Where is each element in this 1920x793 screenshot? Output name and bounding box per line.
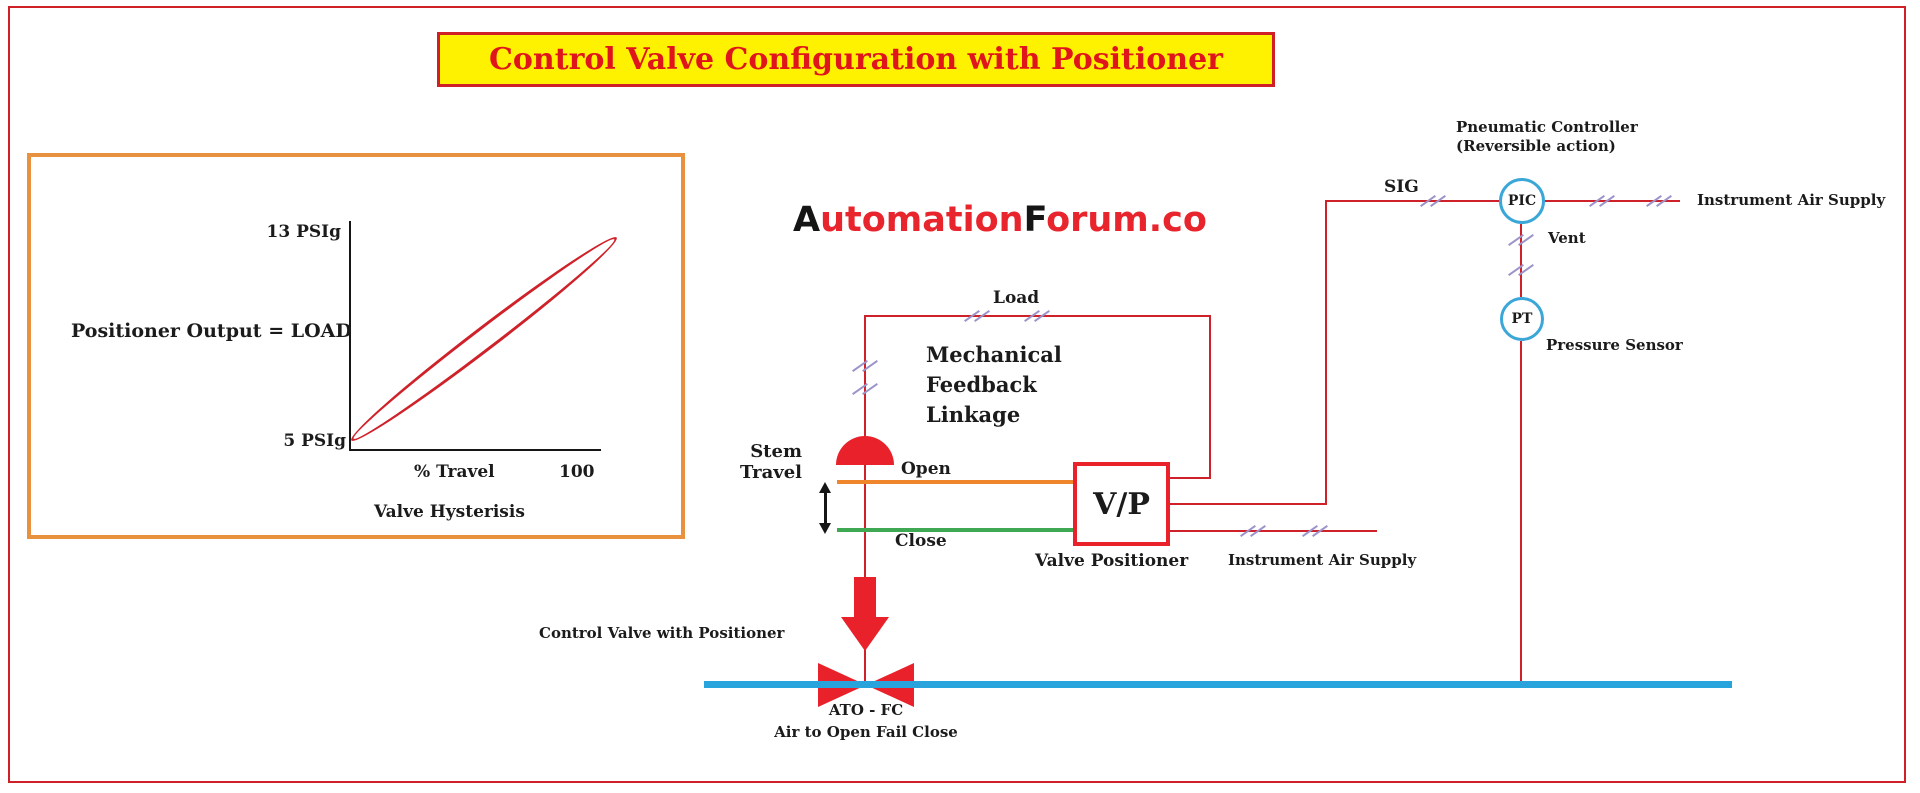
x-axis-label: % Travel bbox=[414, 462, 495, 482]
pt-instrument-bubble: PT bbox=[1500, 297, 1544, 341]
stem-travel-line: Travel bbox=[740, 462, 802, 483]
instrument-air-supply-right-label: Instrument Air Supply bbox=[1697, 191, 1886, 209]
pneumatic-hash-icon bbox=[1506, 260, 1536, 280]
valve-stem-line bbox=[864, 464, 866, 578]
sig-line-horizontal bbox=[1327, 200, 1499, 202]
pneumatic-hash-icon bbox=[850, 379, 880, 399]
load-label: Load bbox=[993, 288, 1040, 308]
pic-vent-line bbox=[1520, 224, 1522, 297]
sig-label: SIG bbox=[1384, 177, 1419, 197]
actuator-feed-line bbox=[864, 315, 866, 436]
mechanical-feedback-line: Feedback bbox=[926, 372, 1037, 397]
logo-part: F bbox=[1023, 200, 1047, 240]
pneumatic-hash-icon bbox=[1587, 191, 1617, 211]
pneumatic-controller-line: Pneumatic Controller bbox=[1456, 118, 1638, 136]
instrument-air-supply-bottom-label: Instrument Air Supply bbox=[1228, 551, 1417, 569]
pneumatic-hash-icon bbox=[1022, 306, 1052, 326]
outer-border bbox=[8, 6, 1906, 783]
load-line-vertical bbox=[1209, 315, 1211, 479]
pneumatic-controller-line: (Reversible action) bbox=[1456, 137, 1616, 155]
x-axis-end-tick: 100 bbox=[559, 462, 595, 482]
hysteresis-panel: 13 PSIg 5 PSIg Positioner Output = LOAD … bbox=[27, 153, 685, 539]
logo-part: A bbox=[793, 200, 821, 240]
load-to-vp-connector bbox=[1170, 477, 1211, 479]
mechanical-feedback-line: Mechanical bbox=[926, 342, 1062, 367]
graph-caption: Valve Hysterisis bbox=[374, 502, 525, 522]
mechanical-feedback-label: Mechanical Feedback Linkage bbox=[926, 340, 1062, 430]
pneumatic-hash-icon bbox=[1644, 191, 1674, 211]
process-pipe bbox=[704, 681, 1732, 688]
automationforum-logo: AutomationForum.co bbox=[793, 200, 1207, 240]
valve-positioner-label: Valve Positioner bbox=[1035, 551, 1189, 571]
x-axis bbox=[349, 449, 601, 451]
logo-part: utomation bbox=[820, 200, 1024, 240]
pneumatic-hash-icon bbox=[962, 306, 992, 326]
fail-direction-arrow-shaft bbox=[854, 577, 876, 618]
vent-label: Vent bbox=[1548, 229, 1586, 247]
vp-converter-box: V/P bbox=[1073, 462, 1170, 546]
pt-tag: PT bbox=[1511, 311, 1533, 327]
pneumatic-hash-icon bbox=[1300, 521, 1330, 541]
stem-travel-arrow-icon bbox=[818, 482, 832, 534]
fail-direction-arrow-head-icon bbox=[841, 617, 889, 651]
hysteresis-loop-curve bbox=[344, 228, 624, 450]
sig-line-vertical bbox=[1325, 200, 1327, 505]
sig-to-vp-connector bbox=[1170, 503, 1327, 505]
control-valve-with-positioner-label: Control Valve with Positioner bbox=[539, 624, 785, 642]
positioner-output-label: Positioner Output = LOAD bbox=[71, 320, 352, 342]
stem-travel-line: Stem bbox=[750, 441, 802, 462]
mechanical-feedback-line: Linkage bbox=[926, 402, 1021, 427]
close-travel-line bbox=[837, 528, 1073, 532]
y-axis-bottom-label: 5 PSIg bbox=[283, 431, 346, 451]
vp-air-supply-line bbox=[1170, 530, 1377, 532]
ato-fc-label: ATO - FC bbox=[828, 701, 904, 719]
pressure-sensor-label: Pressure Sensor bbox=[1546, 336, 1683, 354]
air-to-open-fail-close-label: Air to Open Fail Close bbox=[774, 723, 958, 741]
pneumatic-hash-icon bbox=[1506, 230, 1536, 250]
page-title: Control Valve Configuration with Positio… bbox=[489, 42, 1223, 77]
close-label: Close bbox=[895, 531, 947, 551]
pic-instrument-bubble: PIC bbox=[1499, 178, 1545, 224]
y-axis bbox=[349, 221, 351, 451]
logo-part: orum.co bbox=[1046, 200, 1207, 240]
pic-tag: PIC bbox=[1507, 193, 1537, 209]
pneumatic-hash-icon bbox=[1418, 191, 1448, 211]
y-axis-top-label: 13 PSIg bbox=[266, 222, 341, 242]
pt-process-tap-line bbox=[1520, 341, 1522, 681]
stem-travel-label: Stem Travel bbox=[700, 441, 802, 483]
title-banner: Control Valve Configuration with Positio… bbox=[437, 32, 1275, 87]
vp-label: V/P bbox=[1093, 486, 1150, 522]
pneumatic-hash-icon bbox=[850, 356, 880, 376]
pneumatic-controller-label: Pneumatic Controller (Reversible action) bbox=[1456, 118, 1638, 156]
pic-air-supply-line bbox=[1545, 200, 1680, 202]
open-label: Open bbox=[901, 459, 951, 479]
pneumatic-hash-icon bbox=[1238, 521, 1268, 541]
open-travel-line bbox=[837, 480, 1073, 484]
